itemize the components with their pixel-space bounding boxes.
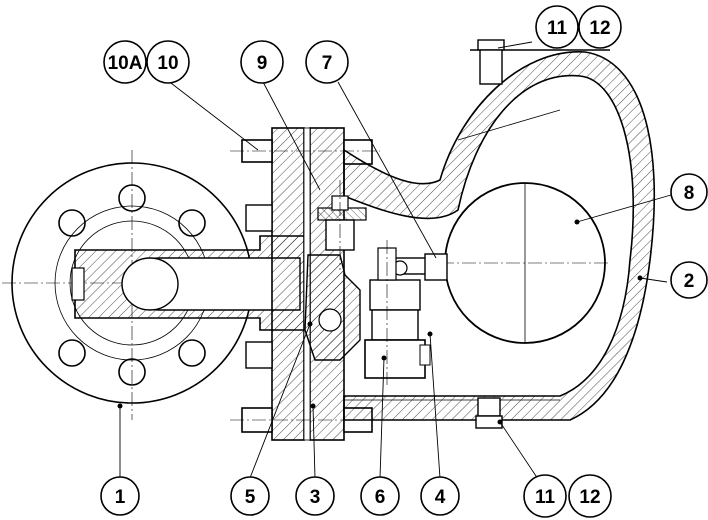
svg-text:11: 11 bbox=[547, 18, 568, 39]
svg-text:10A: 10A bbox=[108, 53, 143, 74]
callout-2: 2 bbox=[670, 261, 708, 299]
callout-12-bottom: 12 bbox=[568, 474, 612, 518]
callout-3: 3 bbox=[295, 476, 335, 516]
svg-text:6: 6 bbox=[375, 487, 386, 508]
flange-bolt-hole bbox=[58, 339, 86, 367]
callout-1: 1 bbox=[100, 476, 140, 516]
float-lever bbox=[392, 253, 448, 281]
svg-text:4: 4 bbox=[435, 487, 446, 508]
svg-text:8: 8 bbox=[684, 183, 695, 204]
plug-top bbox=[477, 39, 505, 85]
air-vent-assembly bbox=[317, 180, 367, 270]
svg-text:10: 10 bbox=[157, 53, 178, 74]
svg-text:3: 3 bbox=[310, 487, 321, 508]
inlet-elbow-section bbox=[71, 235, 306, 331]
valve-mechanism bbox=[304, 240, 431, 385]
svg-text:11: 11 bbox=[535, 487, 556, 508]
leader-lines bbox=[119, 41, 672, 483]
svg-text:1: 1 bbox=[115, 487, 126, 508]
flange-bolt-hole bbox=[178, 339, 206, 367]
callout-11-top: 11 bbox=[535, 5, 579, 49]
svg-text:5: 5 bbox=[245, 487, 256, 508]
svg-text:7: 7 bbox=[322, 53, 333, 74]
callout-11-bottom: 11 bbox=[523, 474, 567, 518]
svg-text:12: 12 bbox=[579, 487, 600, 508]
flange-bolt-hole bbox=[58, 209, 86, 237]
callout-7: 7 bbox=[305, 40, 349, 84]
callout-9: 9 bbox=[240, 40, 284, 84]
callout-8: 8 bbox=[670, 173, 708, 211]
svg-text:12: 12 bbox=[589, 18, 610, 39]
callout-12-top: 12 bbox=[578, 5, 622, 49]
leader-dots bbox=[117, 219, 643, 425]
callout-10a: 10A bbox=[103, 40, 147, 84]
callout-6: 6 bbox=[360, 476, 400, 516]
callout-5: 5 bbox=[230, 476, 270, 516]
cover-bolts bbox=[230, 139, 380, 433]
svg-text:2: 2 bbox=[684, 271, 695, 292]
flange-bolt-hole bbox=[178, 209, 206, 237]
float-ball bbox=[440, 182, 610, 344]
callout-10: 10 bbox=[146, 40, 190, 84]
svg-text:9: 9 bbox=[257, 53, 268, 74]
callout-4: 4 bbox=[420, 476, 460, 516]
